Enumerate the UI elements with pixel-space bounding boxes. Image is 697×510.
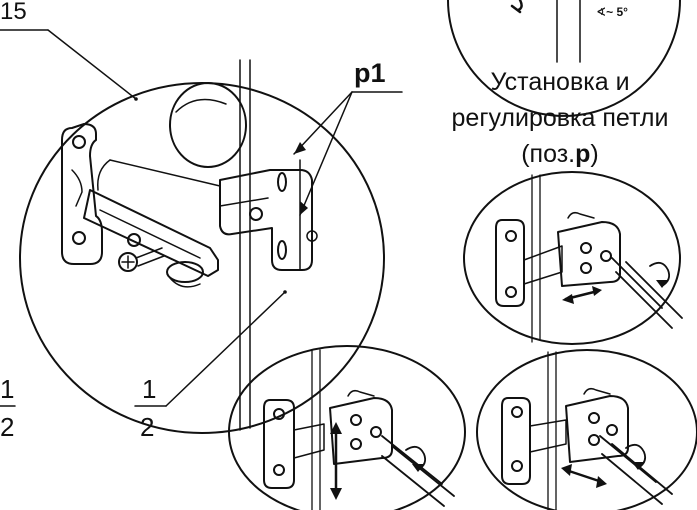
caption-line-3: (поз.р) [425, 136, 695, 172]
adjust-depth-circle [463, 171, 683, 345]
caption: Установка и регулировка петли (поз.р) [425, 64, 695, 172]
caption-line-2: регулировка петли [451, 104, 669, 132]
callout-p1: p1 [354, 58, 386, 88]
main-hinge-detail [19, 59, 403, 434]
angle-badge: ∢~ 5° [596, 5, 628, 19]
adjust-side-circle [476, 349, 697, 510]
callout-15: 15 [0, 0, 27, 25]
adjust-height-circle [228, 345, 466, 510]
caption-suffix: ) [590, 140, 599, 168]
angle-detail-circle [447, 0, 681, 117]
caption-line-1: Установка и [490, 68, 630, 96]
fraction-numerator: 1 [142, 374, 157, 404]
fraction-denominator: 2 [140, 412, 155, 442]
left-fraction-numerator: 1 [0, 374, 15, 404]
left-fraction-denominator: 2 [0, 412, 15, 442]
caption-prefix: (поз. [521, 140, 576, 168]
caption-position-letter: р [575, 140, 591, 168]
